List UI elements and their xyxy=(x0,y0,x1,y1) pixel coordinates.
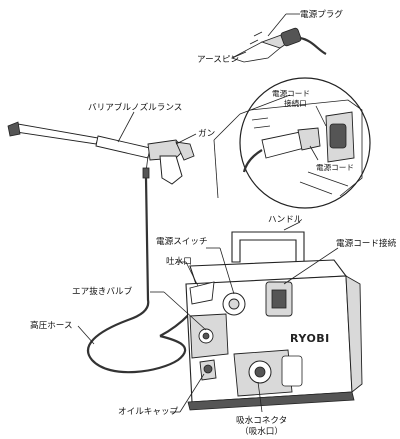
brand-logo: RYOBI xyxy=(290,332,330,345)
cord-connection-detail xyxy=(239,77,371,209)
washer-body xyxy=(185,231,363,411)
handle-label: ハンドル xyxy=(268,215,303,225)
power-plug-label: 電源プラグ xyxy=(300,8,343,20)
lance-label: バリアブルノズルランス xyxy=(88,101,182,113)
intake-connector-label: 吸水コネクタ xyxy=(236,414,287,426)
power-cord-label: 電源コード xyxy=(316,163,354,172)
cord-port-label-line1: 電源コード xyxy=(272,89,310,98)
cord-port-label-line2: 接続口 xyxy=(284,98,307,108)
cord-connection-label: 電源コード接続 xyxy=(336,237,397,249)
air-valve-label: エア抜きバルブ xyxy=(72,285,133,297)
gun-label: ガン xyxy=(198,128,215,139)
lance-and-gun xyxy=(7,121,195,185)
oil-cap-label: オイルキャップ xyxy=(118,406,179,417)
spout-label: 吐水口 xyxy=(166,255,192,267)
earth-pin-label: アースピン xyxy=(197,54,239,65)
high-pressure-hose xyxy=(86,177,187,374)
intake-port-label: （吸水口） xyxy=(240,425,283,437)
power-switch-label: 電源スイッチ xyxy=(156,236,208,247)
power-plug-illustration xyxy=(230,27,327,63)
hose-label: 高圧ホース xyxy=(30,319,73,331)
